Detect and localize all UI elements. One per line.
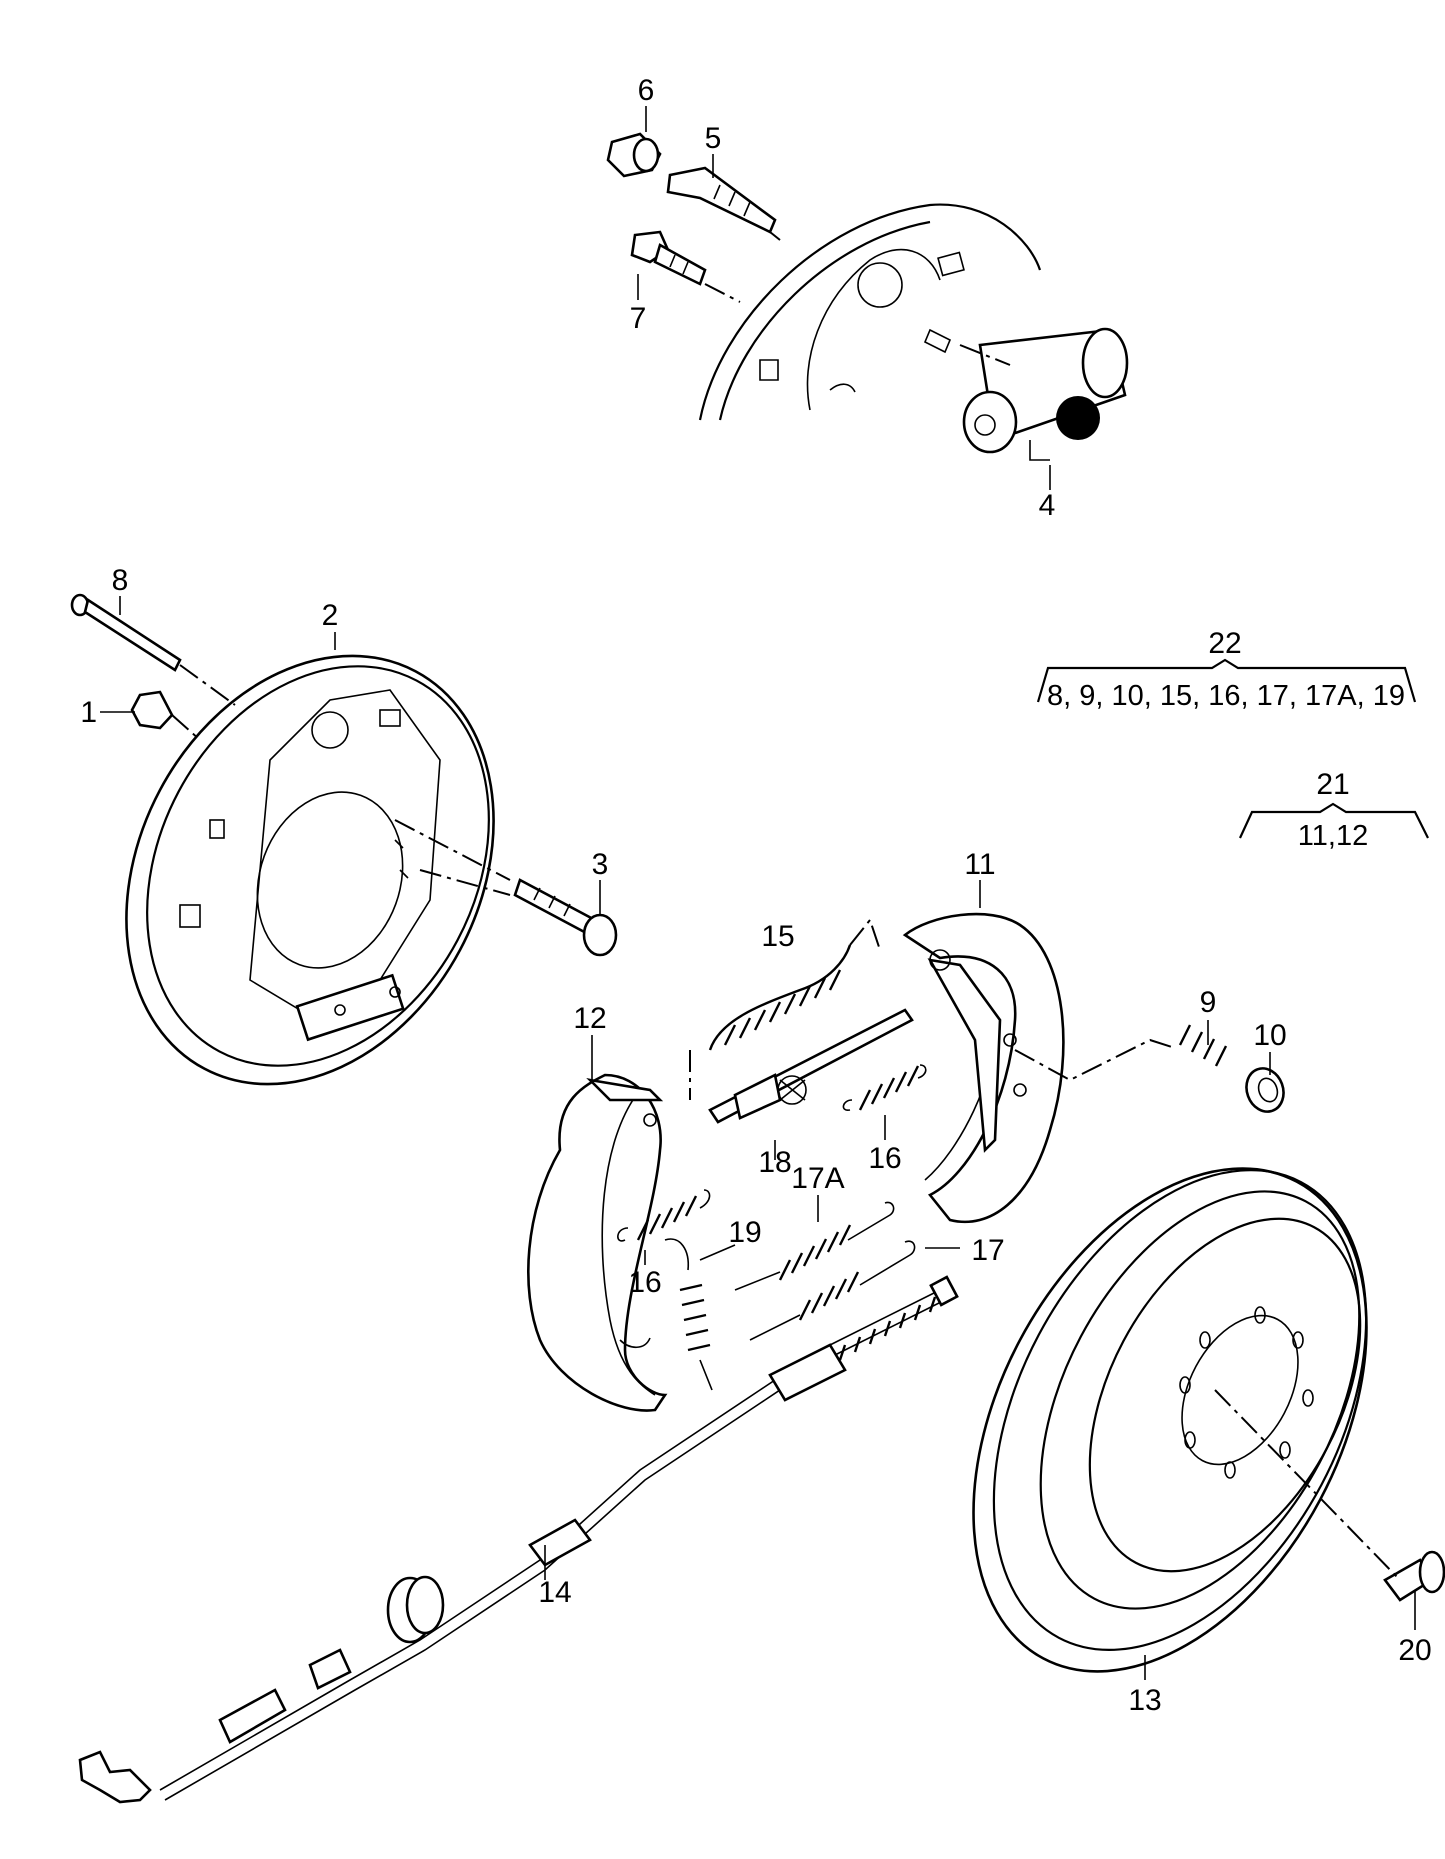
callout-7: 7 — [630, 302, 647, 335]
group-22-number: 22 — [1208, 627, 1241, 660]
wheel-adjuster-parts — [1178, 1024, 1285, 1113]
callout-13: 13 — [1128, 1684, 1161, 1717]
callout-17: 17 — [971, 1234, 1004, 1267]
group-21-members: 11,12 — [1298, 820, 1368, 852]
leader-lines — [100, 106, 1416, 1680]
group-21: 21 11,12 — [1239, 768, 1429, 852]
backing-plate-hardware — [70, 593, 618, 957]
callout-4: 4 — [1039, 489, 1056, 522]
callout-20: 20 — [1398, 1634, 1431, 1667]
backing-plate — [125, 654, 495, 1086]
callout-8: 8 — [112, 564, 129, 597]
callout-1: 1 — [80, 696, 97, 729]
brake-shoe-left — [527, 1073, 668, 1412]
group-22-bracket — [1036, 658, 1417, 703]
group-22: 22 8, 9, 10, 15, 16, 17, 17A, 19 — [1036, 627, 1417, 712]
callout-2: 2 — [322, 599, 339, 632]
springs — [617, 917, 927, 1391]
wheel-cylinder — [962, 327, 1129, 461]
wheel-cylinder-marker — [1056, 396, 1100, 440]
callout-3: 3 — [592, 848, 609, 881]
top-hardware — [606, 132, 777, 286]
callout-15: 15 — [761, 920, 794, 953]
group-21-number: 21 — [1316, 768, 1349, 801]
callout-19: 19 — [728, 1216, 761, 1249]
callout-12: 12 — [573, 1002, 606, 1035]
drum-screw — [1383, 1550, 1445, 1602]
callouts: 6 5 7 4 8 2 1 3 11 15 12 9 10 18 16 17A … — [80, 74, 1431, 1717]
callout-6: 6 — [638, 74, 655, 107]
callout-18: 18 — [758, 1146, 791, 1179]
group-22-members: 8, 9, 10, 15, 16, 17, 17A, 19 — [1047, 680, 1405, 712]
callout-14: 14 — [538, 1576, 571, 1609]
top-backing-plate — [698, 203, 1042, 421]
callout-5: 5 — [705, 122, 722, 155]
brake-drum — [972, 1167, 1368, 1673]
callout-11: 11 — [964, 848, 995, 881]
handbrake-cable — [78, 1275, 959, 1804]
callout-17a: 17A — [791, 1162, 844, 1195]
group-21-bracket — [1239, 802, 1429, 839]
callout-9: 9 — [1200, 986, 1217, 1019]
brake-shoe-right — [902, 912, 1065, 1224]
callout-16-left: 16 — [628, 1266, 661, 1299]
callout-16-right: 16 — [868, 1142, 901, 1175]
callout-10: 10 — [1253, 1019, 1286, 1052]
